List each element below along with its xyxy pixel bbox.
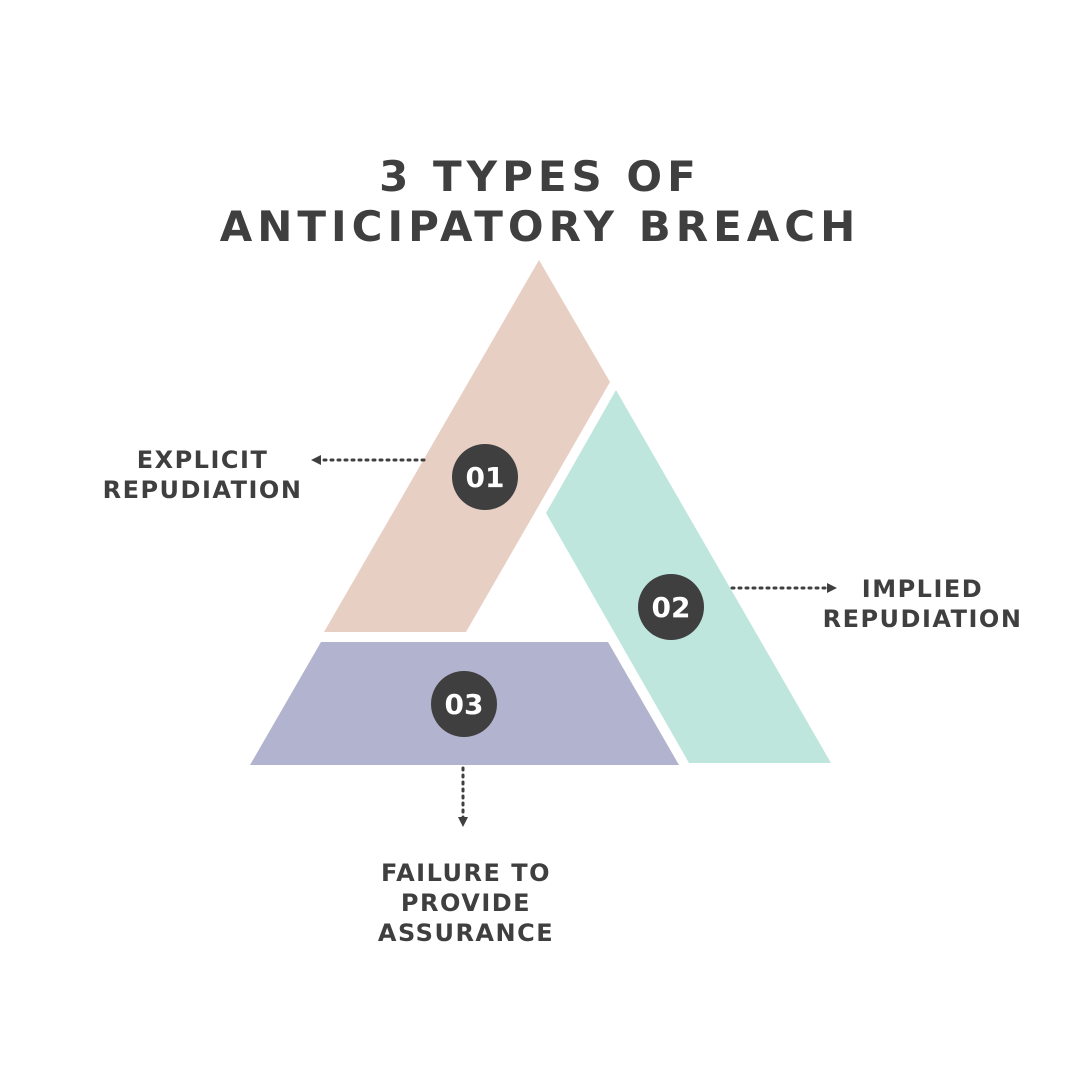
badge-03: 03 bbox=[431, 671, 497, 737]
label-1-line-2: REPUDIATION bbox=[102, 476, 303, 504]
badge-01: 01 bbox=[452, 444, 518, 510]
segment-2-shape bbox=[546, 390, 831, 763]
badge-02-number: 02 bbox=[652, 591, 691, 624]
label-3-line-3: ASSURANCE bbox=[377, 919, 555, 947]
title-line-1: 3 TYPES OF bbox=[379, 152, 701, 201]
page-title: 3 TYPES OF ANTICIPATORY BREACH bbox=[0, 152, 1080, 252]
label-1-line-1: EXPLICIT bbox=[136, 446, 269, 474]
title-line-2: ANTICIPATORY BREACH bbox=[219, 202, 861, 251]
label-explicit-repudiation: EXPLICIT REPUDIATION bbox=[80, 445, 325, 505]
badge-03-number: 03 bbox=[445, 688, 484, 721]
badge-01-number: 01 bbox=[466, 461, 505, 494]
label-implied-repudiation: IMPLIED REPUDIATION bbox=[805, 574, 1040, 634]
label-2-line-2: REPUDIATION bbox=[822, 605, 1023, 633]
badge-02: 02 bbox=[638, 574, 704, 640]
label-3-line-2: PROVIDE bbox=[400, 889, 532, 917]
segment-1-shape bbox=[324, 260, 610, 632]
label-2-line-1: IMPLIED bbox=[861, 575, 984, 603]
label-failure-to-provide-assurance: FAILURE TO PROVIDE ASSURANCE bbox=[346, 858, 586, 948]
label-3-line-1: FAILURE TO bbox=[380, 859, 552, 887]
